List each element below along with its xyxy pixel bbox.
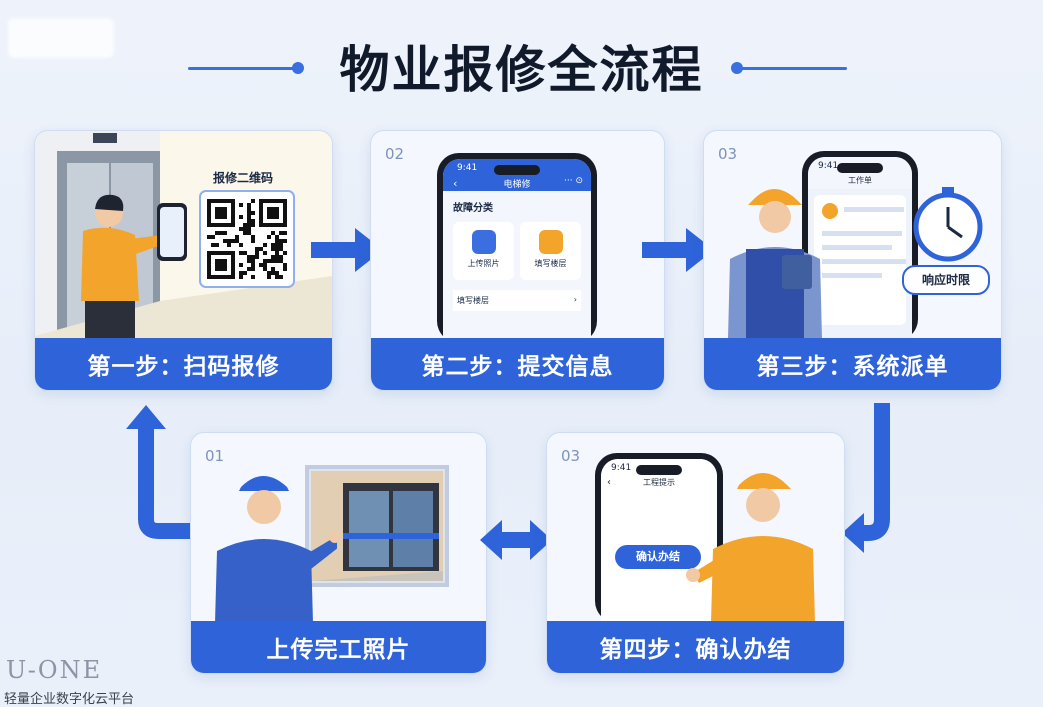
step2-label: 第二步：提交信息	[371, 338, 664, 390]
upload-photo-button[interactable]: 上传照片	[453, 222, 514, 280]
fill-floor-label: 填写楼层	[534, 259, 567, 268]
blurred-logo	[8, 18, 114, 58]
watermark-brand: U-ONE	[6, 656, 103, 684]
step3-number: 03	[718, 145, 738, 163]
watermark-subtitle: 轻量企业数字化云平台	[4, 692, 135, 707]
arrow-right-icon	[642, 228, 714, 272]
step5-card: 01 上传完工照片	[190, 432, 487, 674]
step3-card: 03 9:41 工作单	[703, 130, 1002, 391]
check-icon	[822, 203, 838, 219]
phone-time: 9:41	[457, 163, 478, 173]
database-icon	[471, 230, 496, 254]
page-title: 物业报修全流程	[339, 41, 704, 99]
elevator-scene	[35, 131, 332, 338]
phone-mockup: 9:41 ‹ 工程提示 确认办结	[595, 453, 723, 623]
chevron-right-icon: ›	[573, 295, 577, 304]
phone-time: 9:41	[611, 463, 632, 473]
arrow-up-return-icon	[126, 405, 190, 539]
form-icon	[538, 230, 563, 254]
step5-label: 上传完工照片	[191, 621, 486, 673]
phone-mockup: 9:41 工作单	[802, 151, 918, 341]
step4-number: 03	[561, 447, 581, 465]
confirm-complete-button[interactable]: 确认办结	[615, 545, 701, 569]
floor-row-label: 填写楼层	[457, 296, 489, 305]
step1-label: 第一步：扫码报修	[35, 338, 332, 390]
worker-illustration	[686, 473, 815, 623]
back-icon[interactable]: ‹	[453, 177, 458, 190]
qr-label: 报修二维码	[213, 171, 274, 185]
clock-icon	[913, 187, 983, 262]
response-time-badge: 响应时限	[902, 265, 990, 295]
step4-card: 03 9:41 ‹ 工程提示 确认办结 第四步：确认办结	[546, 432, 845, 674]
step5-number: 01	[205, 447, 225, 465]
arrow-down-left-icon	[842, 403, 890, 553]
title-dot-right	[731, 62, 743, 74]
worker-illustration	[215, 476, 337, 623]
worker-illustration	[728, 189, 822, 339]
back-icon[interactable]: ‹	[607, 477, 611, 488]
phone-time: 9:41	[818, 161, 839, 171]
arrow-right-icon	[311, 228, 383, 272]
section-title: 故障分类	[453, 203, 493, 214]
completed-photo	[305, 465, 449, 587]
fill-floor-button[interactable]: 填写楼层	[520, 222, 581, 280]
phone-mockup: 9:41 ‹ 电梯修 ··· ⊙ 故障分类 上传照片 填写楼层	[437, 153, 597, 343]
title-line-right	[739, 67, 847, 70]
step3-label: 第三步：系统派单	[704, 338, 1001, 390]
more-icon[interactable]: ··· ⊙	[564, 176, 583, 186]
upload-photo-label: 上传照片	[467, 259, 500, 268]
qr-code-icon	[207, 199, 287, 279]
step2-number: 02	[385, 145, 405, 163]
step2-card: 02 9:41 ‹ 电梯修 ··· ⊙ 故障分类 上传照片 填写楼层	[370, 130, 665, 391]
app-title: 工程提示	[643, 478, 675, 487]
title-dot-left	[292, 62, 304, 74]
app-title: 工作单	[848, 176, 872, 185]
double-arrow-icon	[480, 520, 552, 560]
title-line-left	[188, 67, 296, 70]
step1-card: 报修二维码 第一步：扫码报修	[34, 130, 333, 391]
floor-row[interactable]: 填写楼层 ›	[453, 290, 581, 311]
step4-label: 第四步：确认办结	[547, 621, 844, 673]
app-title: 电梯修	[503, 180, 531, 190]
